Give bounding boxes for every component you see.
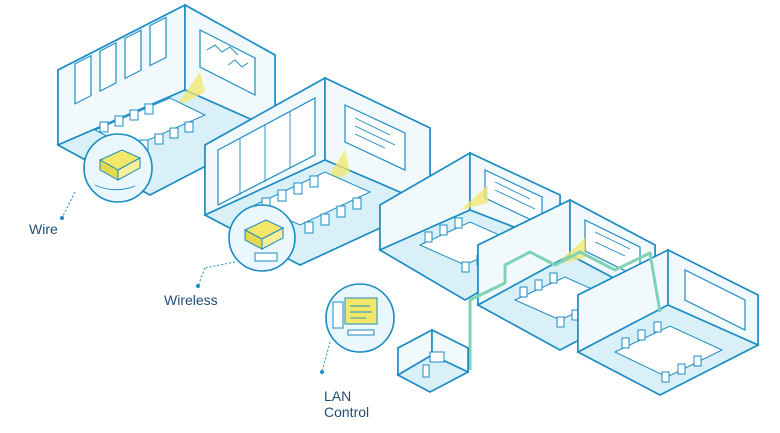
window-blinds [217, 96, 316, 206]
windows [74, 16, 167, 105]
presentation-screen [344, 104, 406, 171]
lan-cable [468, 250, 662, 370]
projector-wireless-icon [228, 204, 296, 272]
projector-beam [555, 238, 585, 265]
label-wireless: Wireless [164, 292, 218, 308]
chairs [621, 321, 702, 383]
room-control [396, 328, 470, 393]
projector-beam [460, 185, 488, 210]
lan-monitor-icon [325, 283, 395, 353]
room-wireless [196, 76, 432, 288]
whiteboard [684, 269, 746, 331]
room-wire [56, 3, 277, 220]
projector-wired-icon [83, 133, 153, 203]
room-lan-3 [576, 248, 760, 396]
label-wire: Wire [29, 221, 58, 237]
projector-beam [175, 72, 205, 108]
label-lan-control: LAN Control [324, 388, 370, 420]
